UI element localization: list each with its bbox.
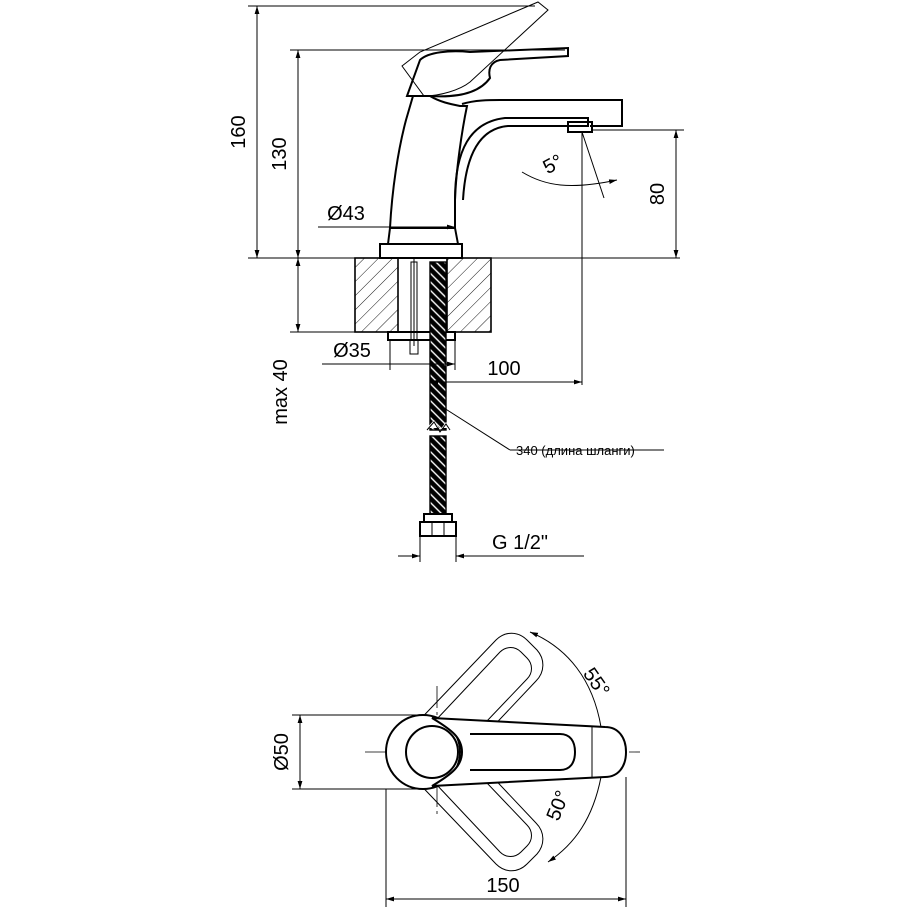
base-neck-left <box>387 227 391 245</box>
flexible-hose-lower <box>429 435 447 515</box>
fixing-nut <box>387 331 456 341</box>
flexible-hose-upper <box>429 261 447 431</box>
angle-arc-5 <box>521 171 618 187</box>
dim-label-160: 160 <box>228 115 250 148</box>
handle-rotated-up <box>409 632 544 771</box>
aerator <box>567 121 593 133</box>
plan-body-outer <box>385 714 461 790</box>
hose-length-label: 340 (длина шланги) <box>516 443 635 458</box>
angle-arc-55 <box>529 631 602 728</box>
dim-label-thread: G 1/2" <box>492 532 548 554</box>
base-neck-right <box>454 227 459 245</box>
dim-label-d35: Ø35 <box>333 340 371 362</box>
dim-label-150: 150 <box>486 875 519 897</box>
plan-body-inner <box>405 725 459 779</box>
hose-leader-line <box>443 407 511 451</box>
dim-label-130: 130 <box>269 137 291 170</box>
dim-label-100: 100 <box>487 358 520 380</box>
plan-view: 55° 50° Ø50 150 <box>271 631 640 907</box>
plan-lever-inner <box>470 733 577 771</box>
base-flange <box>379 243 463 259</box>
plan-lever <box>431 717 628 787</box>
dim-label-d43: Ø43 <box>327 203 365 225</box>
hose-break-mask <box>427 420 450 430</box>
angle-arc-50 <box>547 776 602 863</box>
hose-nut <box>419 521 457 537</box>
lever-handle <box>405 46 569 98</box>
spout-top <box>461 99 623 127</box>
faucet-body <box>388 95 469 229</box>
handle-rotated-down <box>409 733 544 872</box>
counter-section-left <box>354 257 399 333</box>
angle-label-55: 55° <box>578 664 613 701</box>
dim-label-max40: max 40 <box>270 359 292 425</box>
side-elevation: 160 130 80 5° Ø43 max 40 Ø35 100 340 (дл <box>228 1 684 562</box>
dim-label-d50: Ø50 <box>271 733 293 771</box>
fixing-screw <box>409 339 419 355</box>
spout-angle-line <box>581 131 605 199</box>
angle-label-50: 50° <box>543 788 575 824</box>
counter-section-right <box>446 257 492 333</box>
lever-handle-raised <box>401 1 549 97</box>
hose-break-line <box>426 421 451 433</box>
angle-label-5: 5° <box>540 151 567 179</box>
hose-ferrule <box>423 513 453 523</box>
dim-label-80: 80 <box>647 183 669 205</box>
